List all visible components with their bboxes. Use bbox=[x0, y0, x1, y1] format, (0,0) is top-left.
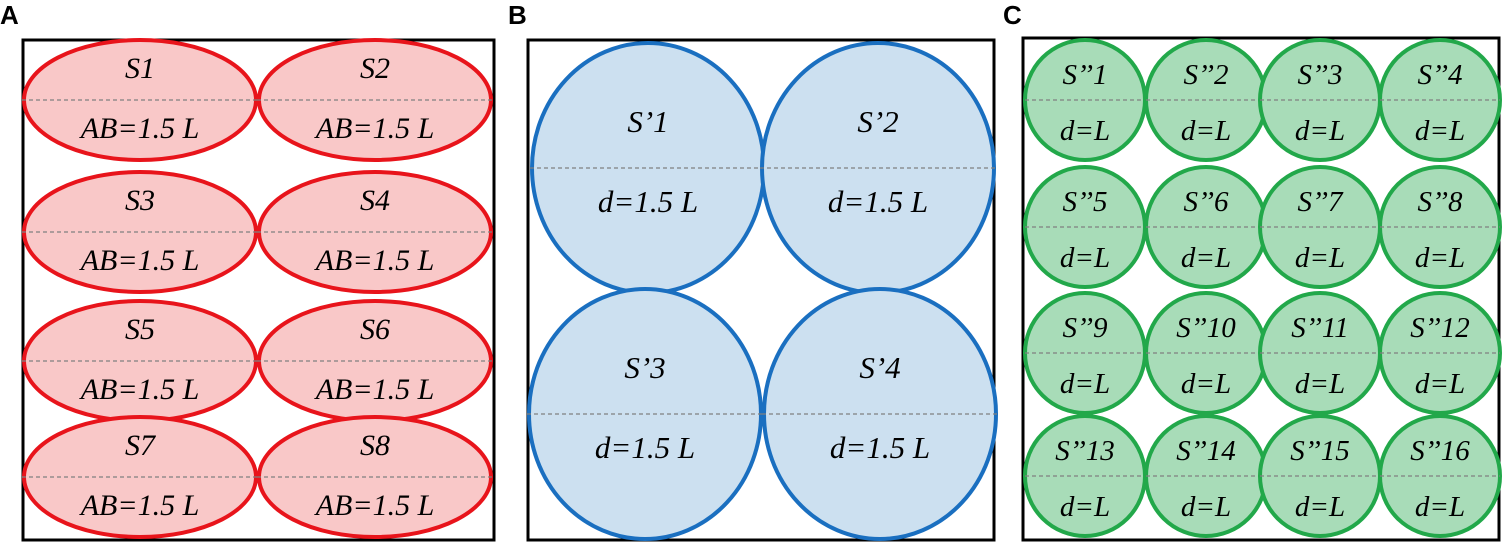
panel-c-shape-15: S’’15 d=L bbox=[1258, 414, 1382, 538]
panel-c-shape-name: S’’8 bbox=[1417, 186, 1463, 218]
panel-c-shape-measure: d=L bbox=[1060, 115, 1110, 147]
panel-a-shape-measure: AB=1.5 L bbox=[79, 244, 200, 277]
panel-a-shape-measure: AB=1.5 L bbox=[79, 112, 200, 145]
panel-c-shape-name: S’’16 bbox=[1410, 435, 1470, 467]
panel-c-shape-measure: d=L bbox=[1181, 242, 1231, 274]
panel-b-shape-measure: d=1.5 L bbox=[828, 184, 928, 219]
panel-b-frame bbox=[526, 38, 996, 542]
panel-c-shape-measure: d=L bbox=[1415, 242, 1465, 274]
panel-c-shape-6: S’’6 d=L bbox=[1144, 165, 1268, 289]
panel-c-shape-10: S’’10 d=L bbox=[1144, 291, 1268, 415]
panel-c-shape-measure: d=L bbox=[1415, 491, 1465, 523]
panel-c-shape-measure: d=L bbox=[1060, 242, 1110, 274]
panel-b-shape-name: S’3 bbox=[624, 350, 665, 385]
panel-a-shape-name: S2 bbox=[360, 52, 390, 85]
panel-c-shape-4: S’’4 d=L bbox=[1378, 38, 1502, 162]
panel-c-shape-measure: d=L bbox=[1415, 368, 1465, 400]
panel-a-shape-name: S3 bbox=[125, 184, 155, 217]
panel-b-shape-measure: d=1.5 L bbox=[830, 430, 930, 465]
panel-c-shape-measure: d=L bbox=[1295, 491, 1345, 523]
panel-b-shape-3: S’3 d=1.5 L bbox=[527, 287, 763, 541]
panel-c-letter: C bbox=[1003, 0, 1022, 30]
panel-c-shape-7: S’’7 d=L bbox=[1258, 165, 1382, 289]
panel-c-shape-name: S’’11 bbox=[1291, 312, 1348, 344]
panel-c-shape-name: S’’2 bbox=[1183, 59, 1228, 91]
panel-b-shape-name: S’4 bbox=[859, 350, 900, 385]
panel-a-shape-name: S7 bbox=[125, 429, 157, 462]
panel-a-shape-name: S8 bbox=[360, 429, 390, 462]
panel-c-shape-name: S’’15 bbox=[1290, 435, 1350, 467]
panel-a-shape-name: S6 bbox=[360, 313, 390, 346]
panel-b-shapes: S’1 d=1.5 L S’2 d=1.5 L S’3 d=1.5 L S’4 d=1.5 L bbox=[527, 41, 998, 541]
panel-a-shape-measure: AB=1.5 L bbox=[314, 489, 435, 522]
panel-a-shape-measure: AB=1.5 L bbox=[79, 373, 200, 406]
panel-a-shape-measure: AB=1.5 L bbox=[314, 112, 435, 145]
panel-a-shape-name: S4 bbox=[360, 184, 390, 217]
panel-c-shape-3: S’’3 d=L bbox=[1258, 38, 1382, 162]
panel-c-shape-12: S’’12 d=L bbox=[1378, 291, 1502, 415]
panel-a-shape-name: S5 bbox=[125, 313, 155, 346]
panel-a-shape-measure: AB=1.5 L bbox=[79, 489, 200, 522]
panel-c-shape-14: S’’14 d=L bbox=[1144, 414, 1268, 538]
panel-c-shape-8: S’’8 d=L bbox=[1378, 165, 1502, 289]
panel-a-letter: A bbox=[0, 0, 19, 30]
panel-a-frame bbox=[21, 38, 496, 542]
panel-b-shape-measure: d=1.5 L bbox=[598, 184, 698, 219]
panel-c-shape-name: S’’12 bbox=[1410, 312, 1470, 344]
panel-c-shape-name: S’’9 bbox=[1062, 312, 1108, 344]
panel-c-shape-13: S’’13 d=L bbox=[1023, 414, 1147, 538]
panel-c-shape-2: S’’2 d=L bbox=[1144, 38, 1268, 162]
panel-b-shape-measure: d=1.5 L bbox=[595, 430, 695, 465]
panel-c-shape-name: S’’10 bbox=[1176, 312, 1236, 344]
panel-a-shape-measure: AB=1.5 L bbox=[314, 244, 435, 277]
panel-c-shape-name: S’’4 bbox=[1417, 59, 1462, 91]
panel-c-shape-measure: d=L bbox=[1181, 491, 1231, 523]
panel-c-shape-16: S’’16 d=L bbox=[1378, 414, 1502, 538]
panel-b-shape-name: S’2 bbox=[857, 104, 898, 139]
panel-c-shape-measure: d=L bbox=[1295, 115, 1345, 147]
panel-c: C S’’1d=LS’’2d=LS’’3d=LS’’4d=LS’’5d=LS’’… bbox=[1003, 0, 1502, 542]
panel-b-shape-4: S’4 d=1.5 L bbox=[762, 287, 998, 541]
panel-c-shape-9: S’’9 d=L bbox=[1023, 291, 1147, 415]
panel-c-shape-name: S’’7 bbox=[1297, 186, 1344, 218]
panel-b-shape-1: S’1 d=1.5 L bbox=[530, 41, 766, 295]
panel-a-shape-measure: AB=1.5 L bbox=[314, 373, 435, 406]
panel-c-shape-measure: d=L bbox=[1415, 115, 1465, 147]
panel-c-shape-name: S’’14 bbox=[1176, 435, 1236, 467]
panel-c-shape-11: S’’11 d=L bbox=[1258, 291, 1382, 415]
panel-c-shape-measure: d=L bbox=[1181, 115, 1231, 147]
panel-b: B S’1 d=1.5 L S’2 d=1.5 L S’3 d=1.5 L S’4 d=1.5… bbox=[508, 0, 998, 542]
panel-b-shape-name: S’1 bbox=[627, 104, 668, 139]
panel-c-shape-name: S’’1 bbox=[1062, 59, 1107, 91]
panel-c-shape-measure: d=L bbox=[1181, 368, 1231, 400]
panel-c-shape-measure: d=L bbox=[1295, 242, 1345, 274]
panel-c-shape-measure: d=L bbox=[1060, 491, 1110, 523]
panel-c-shape-name: S’’3 bbox=[1297, 59, 1342, 91]
panel-c-frame bbox=[1021, 36, 1501, 542]
panel-b-letter: B bbox=[508, 0, 527, 30]
panel-c-shape-1: S’’1 d=L bbox=[1023, 38, 1147, 162]
panel-c-shape-name: S’’5 bbox=[1062, 186, 1107, 218]
panel-c-shape-5: S’’5 d=L bbox=[1023, 165, 1147, 289]
panel-c-shapes: S’’1 d=L S’’2 d=L S’’3 d=L S’’4 d=L S’’5 d=L S’’6 d… bbox=[1023, 38, 1502, 538]
panel-c-shape-measure: d=L bbox=[1295, 368, 1345, 400]
panel-c-shape-name: S’’6 bbox=[1183, 186, 1229, 218]
panel-a-shape-name: S1 bbox=[125, 52, 155, 85]
panel-b-shape-2: S’2 d=1.5 L bbox=[760, 41, 996, 295]
panel-c-shape-measure: d=L bbox=[1060, 368, 1110, 400]
panel-c-shape-name: S’’13 bbox=[1055, 435, 1115, 467]
